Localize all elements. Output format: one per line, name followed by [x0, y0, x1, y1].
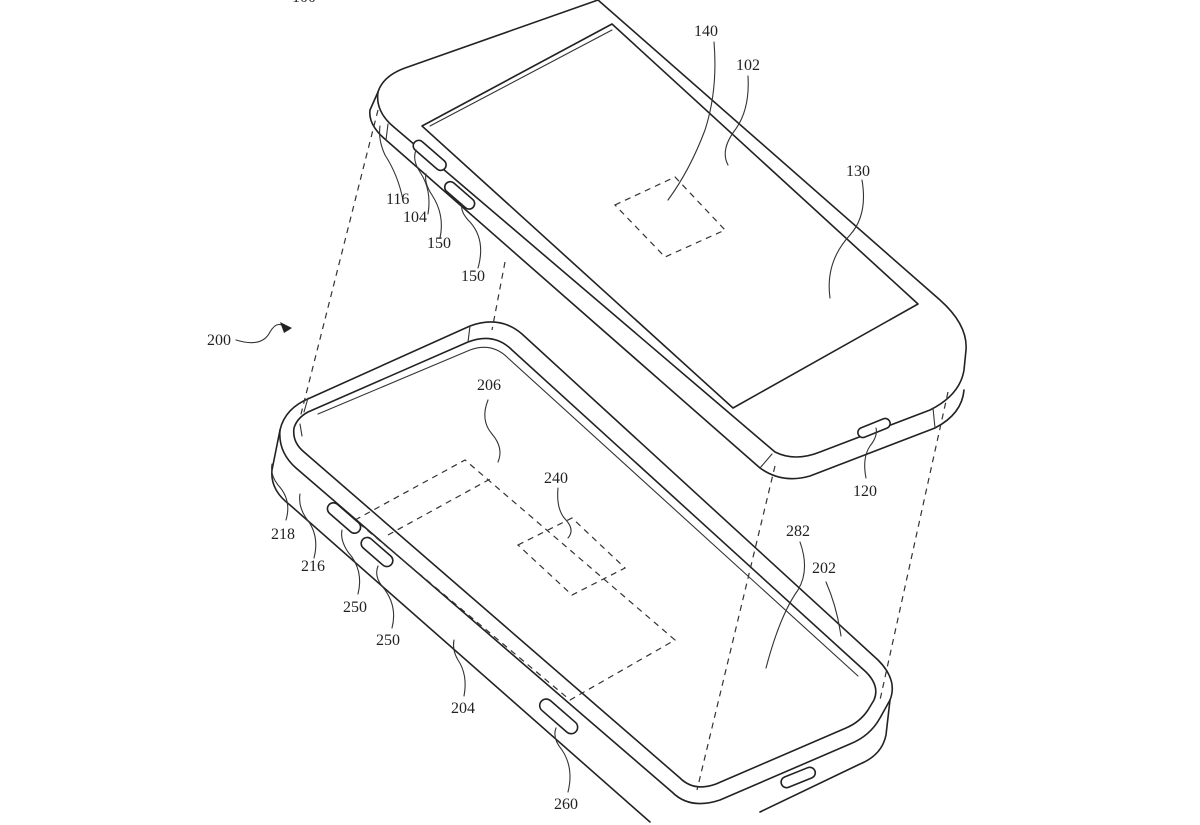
- label-240: 240: [544, 470, 568, 487]
- case-internal-component: [353, 459, 677, 701]
- label-218: 218: [271, 526, 295, 543]
- case-outer-rim: [279, 321, 894, 805]
- reference-labels: 100 140 102 130 116 104 150 150 200 206 …: [207, 0, 877, 813]
- label-202: 202: [812, 560, 836, 577]
- case-button-250b: [360, 536, 394, 568]
- sensor-region-140: [613, 176, 727, 258]
- label-216: 216: [301, 558, 325, 575]
- arrowhead-200: [280, 322, 292, 333]
- device-display-border: [429, 29, 613, 127]
- case-outer-wall: [271, 429, 891, 823]
- label-150-upper: 150: [427, 235, 451, 252]
- device-button-150: [443, 180, 476, 210]
- sensor-region-240: [516, 517, 627, 596]
- label-116: 116: [386, 191, 409, 208]
- protective-case: [271, 321, 894, 823]
- case-internal-component-edge: [387, 477, 493, 536]
- label-206: 206: [477, 377, 501, 394]
- label-250-lower: 250: [376, 632, 400, 649]
- case-button-260: [538, 698, 579, 735]
- case-button-250a: [326, 502, 362, 534]
- label-150-lower: 150: [461, 268, 485, 285]
- label-102: 102: [736, 57, 760, 74]
- label-130: 130: [846, 163, 870, 180]
- label-140: 140: [694, 23, 718, 40]
- leader-lines: [235, 41, 877, 793]
- device-side-wall: [369, 91, 965, 480]
- label-204: 204: [451, 700, 475, 717]
- label-282: 282: [786, 523, 810, 540]
- device-side-edge: [385, 123, 773, 469]
- device-bottom-corner: [932, 407, 936, 429]
- label-200: 200: [207, 332, 231, 349]
- case-rim-line: [303, 325, 471, 413]
- label-250-upper: 250: [343, 599, 367, 616]
- case-inner-rim: [292, 337, 877, 788]
- label-120: 120: [853, 483, 877, 500]
- label-260: 260: [554, 796, 578, 813]
- case-port: [780, 766, 817, 789]
- device-top-face: [376, 0, 967, 458]
- projection-lines: [299, 109, 949, 791]
- device-button-104: [412, 139, 447, 172]
- case-inner-cavity-edge: [299, 346, 859, 677]
- device-display: [421, 23, 919, 409]
- device-port-120: [857, 417, 891, 439]
- electronic-device: [369, 0, 967, 480]
- label-100: 100: [292, 0, 316, 6]
- label-104: 104: [403, 209, 427, 226]
